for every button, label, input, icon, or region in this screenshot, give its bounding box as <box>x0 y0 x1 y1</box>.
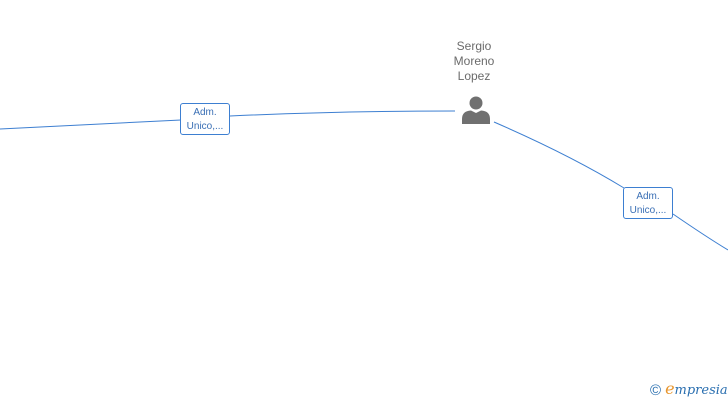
person-silhouette-icon[interactable] <box>461 94 491 124</box>
role-detail: Unico,... <box>629 205 667 216</box>
link-role-1-to-person <box>229 110 456 117</box>
person-name-line-3: Lopez <box>457 69 491 83</box>
person-name-line-1: Sergio <box>456 39 492 53</box>
link-person-to-role-2 <box>493 121 625 189</box>
person-name[interactable]: Sergio Moreno Lopez <box>434 39 514 84</box>
copyright-icon: © <box>650 382 662 399</box>
brand-first-letter: e <box>665 379 675 398</box>
person-name-line-2: Moreno <box>453 54 495 68</box>
brand-name: mpresia <box>674 383 728 398</box>
role-title: Adm. <box>636 191 660 202</box>
role-detail: Unico,... <box>186 121 224 132</box>
role-box[interactable]: Adm. Unico,... <box>623 187 673 219</box>
link-role-2-to-right <box>672 213 728 251</box>
link-left-to-role-1 <box>0 119 182 130</box>
role-title: Adm. <box>193 107 217 118</box>
brand-logo[interactable]: ©empresia <box>650 379 728 399</box>
role-box[interactable]: Adm. Unico,... <box>180 103 230 135</box>
